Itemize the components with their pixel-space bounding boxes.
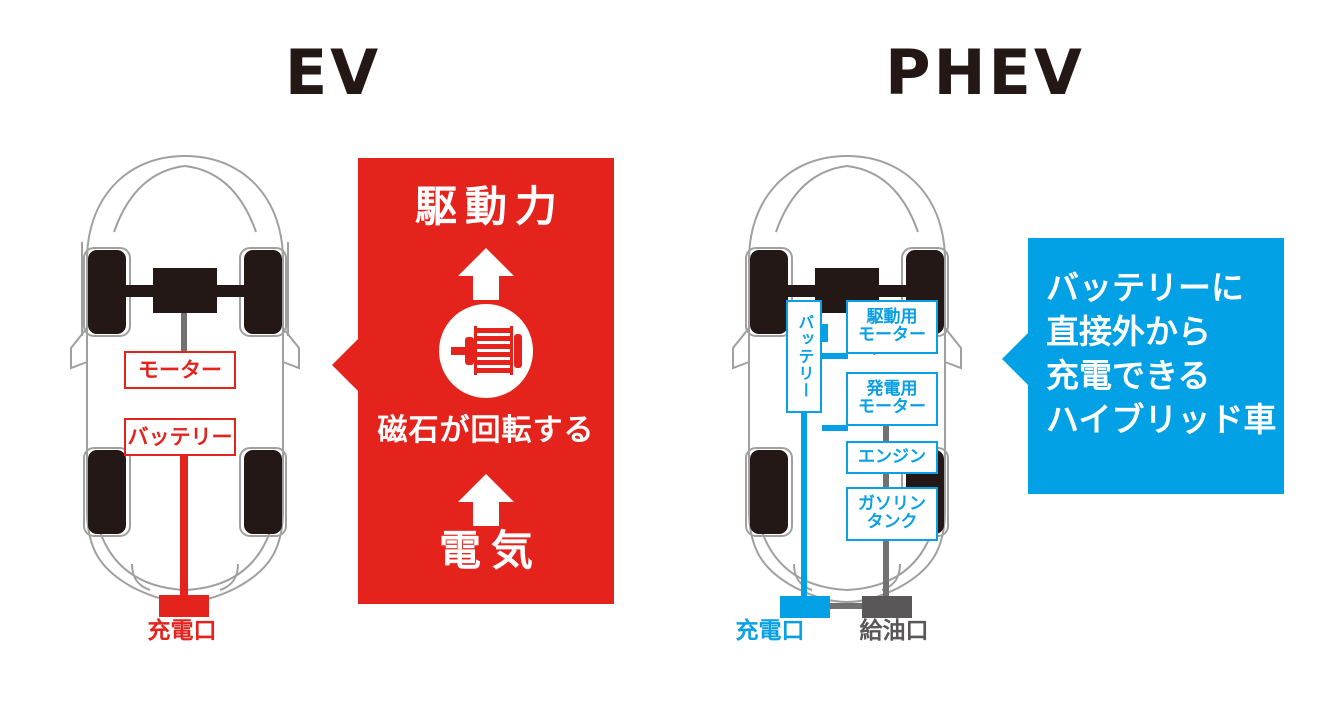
red-callout-top-text: 駆動力 bbox=[414, 182, 565, 231]
ev-title: EV bbox=[284, 36, 382, 109]
phev-component-battery: バッテリー bbox=[786, 300, 822, 413]
blue-callout-line-2: 直接外から bbox=[1046, 311, 1211, 351]
blue-callout-line-1: バッテリーに bbox=[1046, 268, 1244, 307]
phev-component-generator-motor: 発電用 モーター bbox=[846, 372, 938, 426]
ev-car-diagram bbox=[40, 140, 330, 624]
phev-callout-panel: バッテリーに 直接外から 充電できる ハイブリッド車 bbox=[1002, 238, 1284, 494]
electric-motor-icon bbox=[439, 304, 533, 402]
ev-charge-port-label: 充電口 bbox=[147, 618, 217, 644]
callout-pointer-icon bbox=[332, 338, 359, 392]
up-arrow-icon-bottom bbox=[458, 474, 514, 530]
phev-component-engine: エンジン bbox=[846, 441, 938, 474]
phev-component-drive-motor: 駆動用 モーター bbox=[846, 300, 938, 354]
ev-callout-panel: 駆動力 bbox=[332, 158, 614, 604]
ev-component-motor: モーター bbox=[124, 351, 236, 389]
phev-fuel-lines bbox=[830, 425, 912, 618]
ev-component-battery: バッテリー bbox=[124, 418, 236, 456]
phev-fuel-port-label: 給油口 bbox=[859, 618, 929, 644]
phev-component-fuel-tank: ガソリン タンク bbox=[846, 487, 938, 541]
red-callout-bottom-text: 電気 bbox=[438, 526, 543, 575]
phev-title: PHEV bbox=[885, 36, 1085, 109]
blue-callout-line-4: ハイブリッド車 bbox=[1046, 399, 1277, 439]
phev-electric-lines bbox=[780, 324, 848, 618]
ev-drivetrain bbox=[83, 247, 287, 537]
callout-pointer-icon bbox=[1002, 332, 1029, 386]
blue-callout-line-3: 充電できる bbox=[1046, 355, 1211, 395]
red-callout-middle-text: 磁石が回転する bbox=[377, 413, 595, 448]
phev-charge-port-label: 充電口 bbox=[735, 618, 805, 644]
blue-callout-text: バッテリーに 直接外から 充電できる ハイブリッド車 bbox=[1028, 266, 1284, 442]
up-arrow-icon-top bbox=[458, 248, 514, 304]
